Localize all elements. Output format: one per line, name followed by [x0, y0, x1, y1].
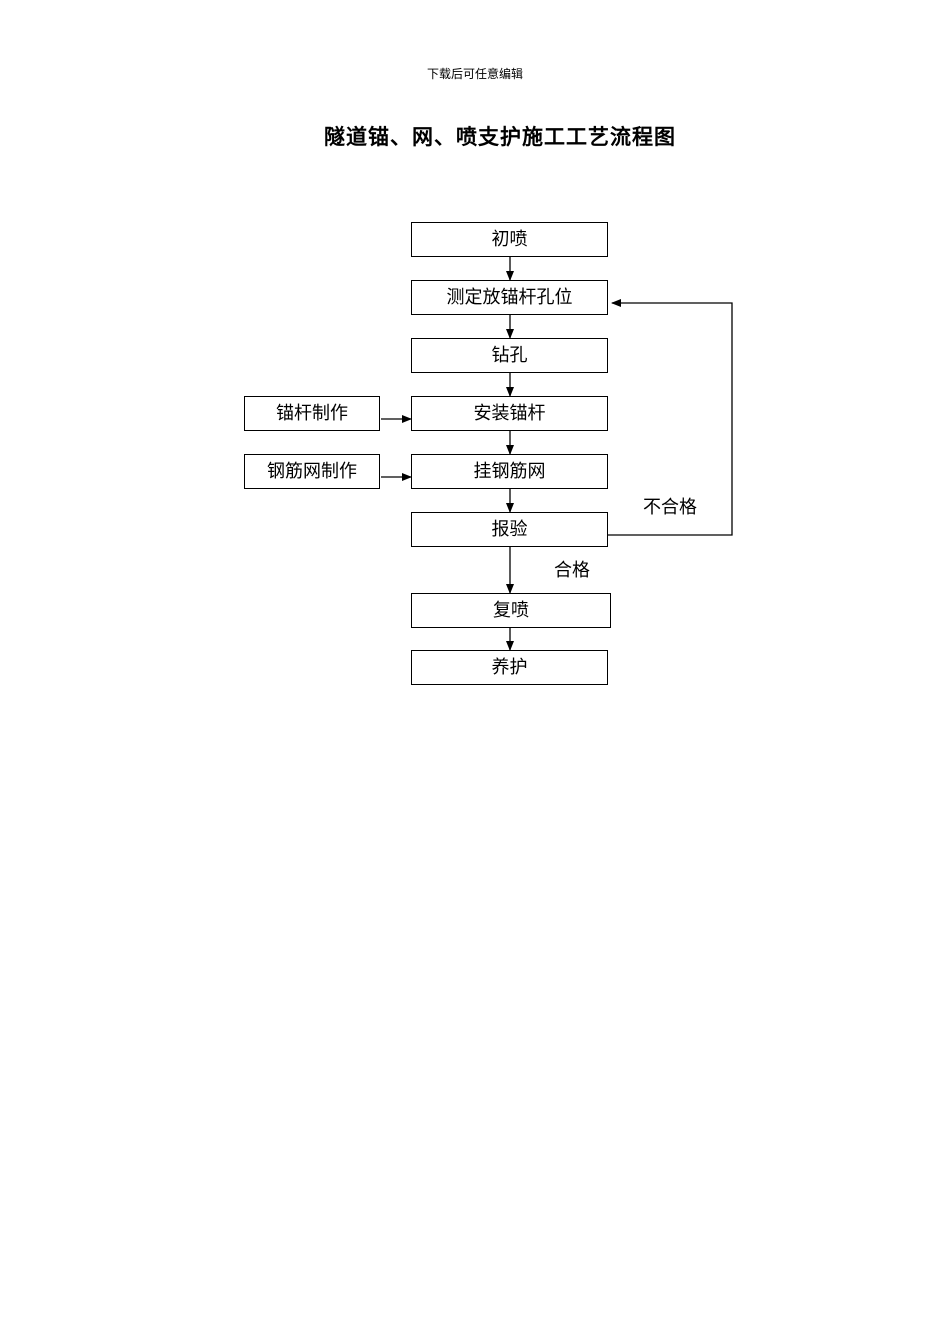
node-mark-bolt-holes: 测定放锚杆孔位	[411, 280, 608, 315]
page-title: 隧道锚、网、喷支护施工工艺流程图	[324, 124, 676, 149]
node-curing: 养护	[411, 650, 608, 685]
header-note: 下载后可任意编辑	[426, 67, 523, 81]
edge-label-pass: 合格	[554, 560, 590, 581]
node-inspection: 报验	[411, 512, 608, 547]
node-drill: 钻孔	[411, 338, 608, 373]
arrow-fail-loop-back	[608, 299, 733, 536]
node-re-spray: 复喷	[411, 593, 611, 628]
node-mesh-fabrication: 钢筋网制作	[244, 454, 380, 489]
node-hang-mesh: 挂钢筋网	[411, 454, 608, 489]
node-bolt-fabrication: 锚杆制作	[244, 396, 380, 431]
node-initial-spray: 初喷	[411, 222, 608, 257]
edge-label-fail: 不合格	[643, 497, 697, 518]
node-install-bolts: 安装锚杆	[411, 396, 608, 431]
